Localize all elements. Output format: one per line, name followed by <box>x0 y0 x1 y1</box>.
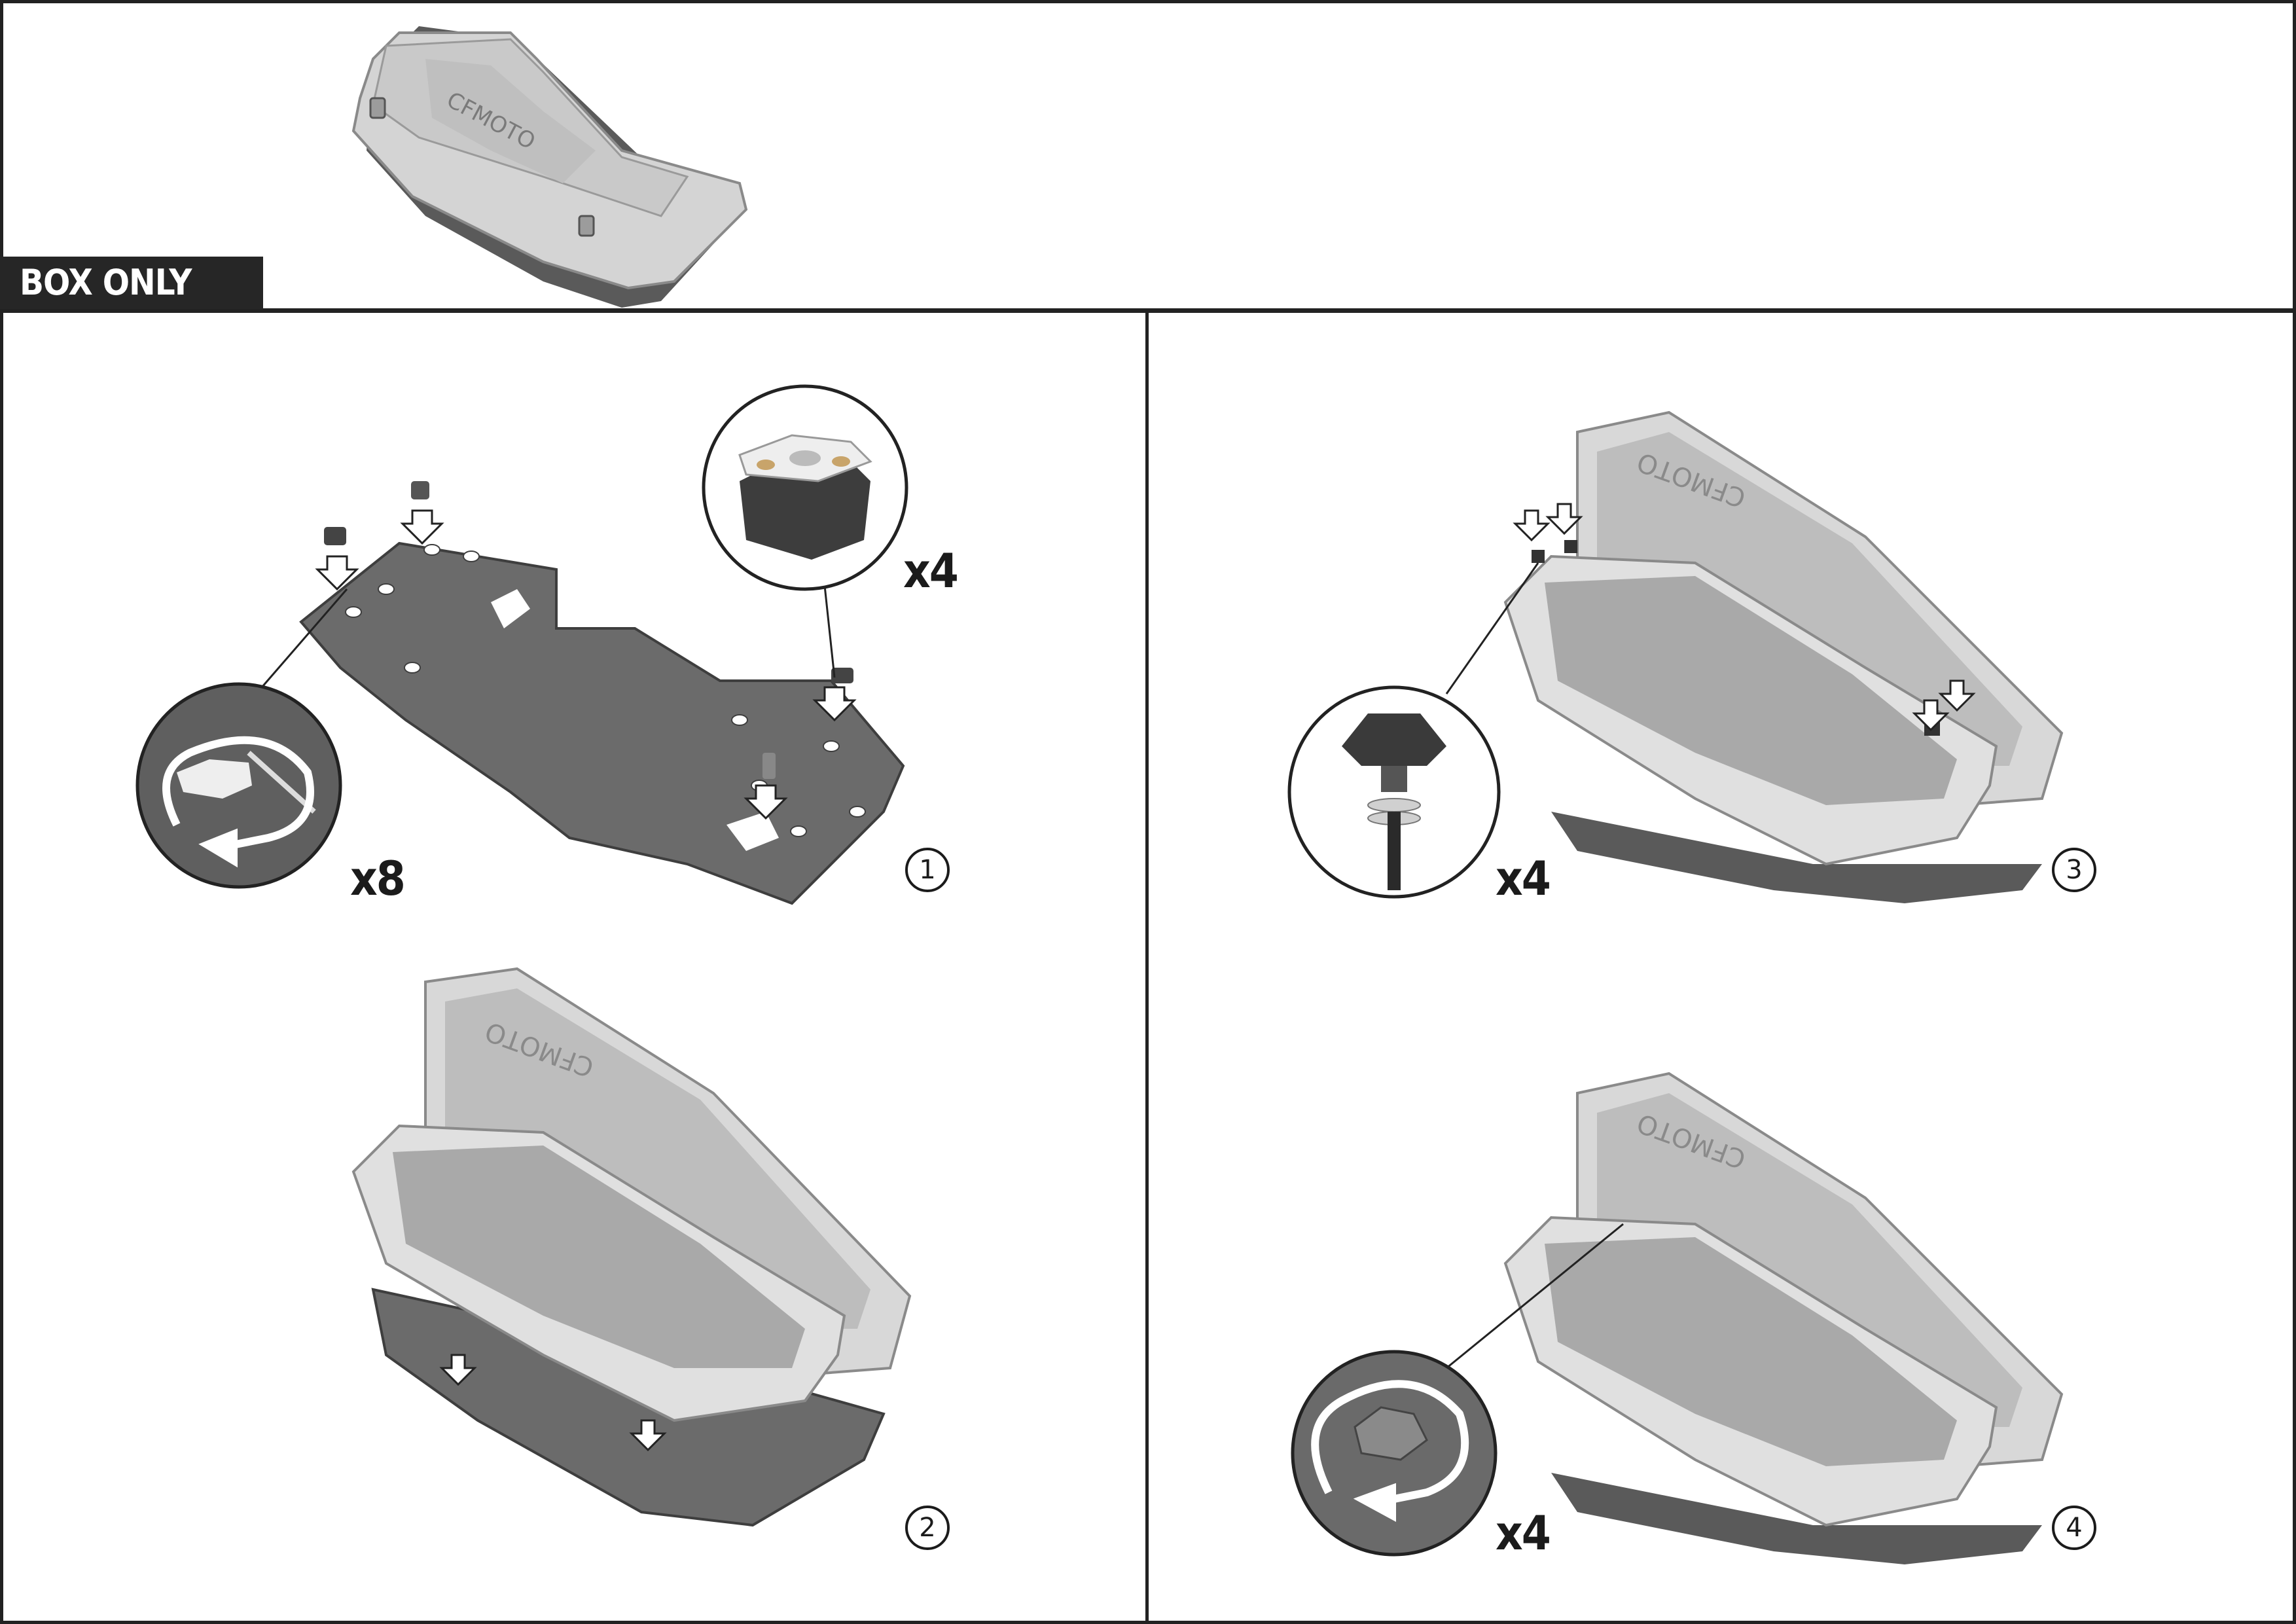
tighten-callout <box>1291 1223 1624 1557</box>
quantity-label: x4 <box>1496 1506 1551 1561</box>
closed-box-illustration: CFMOTO <box>351 26 748 308</box>
rotate-callout <box>135 588 348 889</box>
step-number: 2 <box>905 1506 950 1550</box>
knob-callout <box>1287 562 1539 899</box>
open-box-tighten-illustration: CFMOTO <box>1503 1072 2064 1564</box>
open-box-knobs-illustration: CFMOTO <box>1503 410 2064 903</box>
step-number: 4 <box>2052 1506 2096 1550</box>
nut-insert-callout <box>702 384 908 678</box>
quantity-label: x4 <box>1496 851 1551 906</box>
quantity-label: x4 <box>903 543 959 598</box>
quantity-label: x8 <box>350 851 406 906</box>
top-panel <box>0 0 2296 312</box>
step-number: 1 <box>905 848 950 892</box>
box-only-label: BOX ONLY <box>0 257 263 309</box>
down-arrow-icon <box>315 509 857 820</box>
step-number: 3 <box>2052 848 2096 892</box>
mounting-plate-illustration <box>299 481 905 905</box>
box-on-plate-illustration: CFMOTO <box>351 967 912 1527</box>
